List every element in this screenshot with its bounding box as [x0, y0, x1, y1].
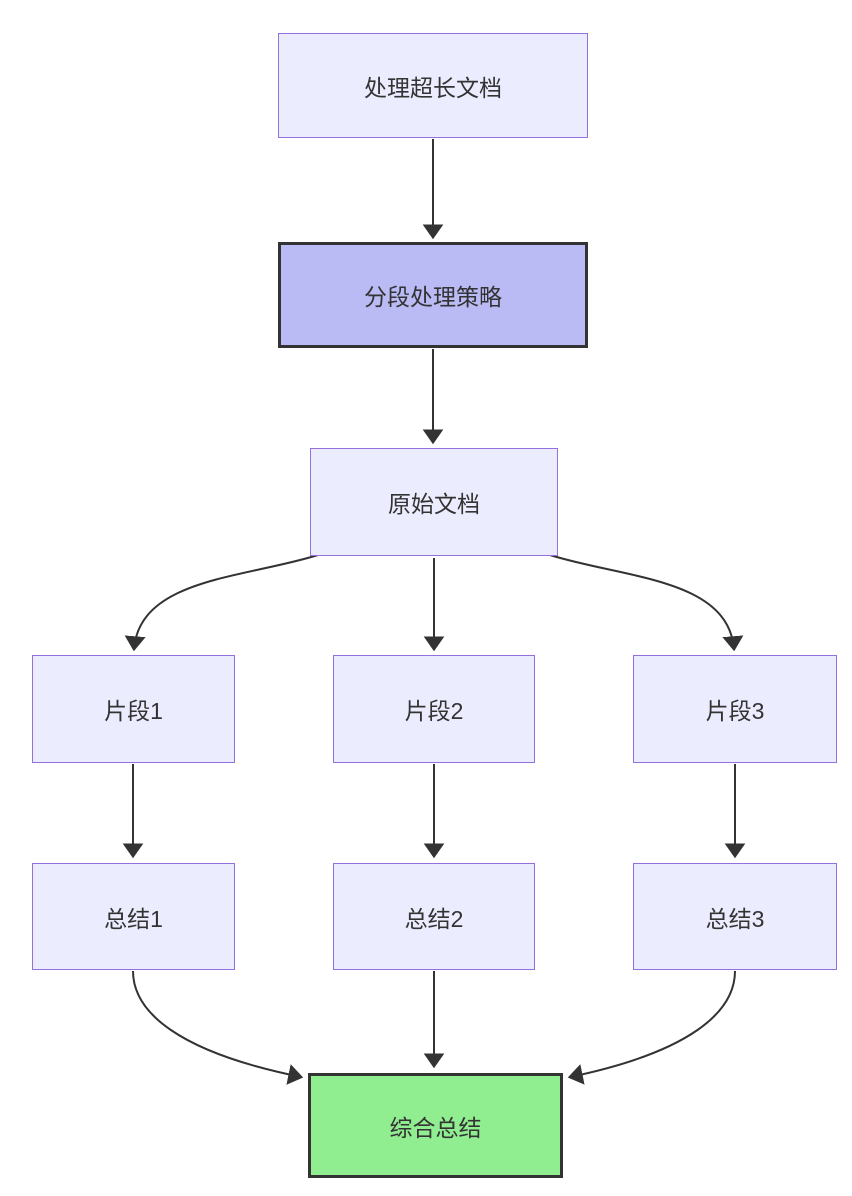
node-label: 综合总结 — [389, 1114, 482, 1141]
node-summary-2: 总结2 — [333, 863, 535, 970]
node-label: 总结3 — [705, 905, 765, 932]
edge-original-to-fragment-1 — [124, 554, 319, 652]
node-label: 片段3 — [705, 698, 765, 724]
node-fragment-2: 片段2 — [333, 655, 535, 763]
edge-original-to-fragment-3 — [549, 554, 744, 652]
node-segmentation-strategy: 分段处理策略 — [278, 242, 588, 348]
node-process-long-document: 处理超长文档 — [278, 33, 588, 138]
node-summary-3: 总结3 — [633, 863, 837, 970]
node-fragment-3: 片段3 — [633, 655, 837, 763]
node-label: 处理超长文档 — [364, 74, 502, 101]
node-label: 片段2 — [404, 698, 464, 724]
node-label: 总结1 — [104, 905, 163, 932]
node-original-document: 原始文档 — [310, 448, 558, 556]
node-fragment-1: 片段1 — [32, 655, 235, 763]
node-final-summary: 综合总结 — [308, 1073, 563, 1178]
node-label: 原始文档 — [388, 491, 480, 517]
node-label: 总结2 — [404, 905, 464, 932]
node-label: 分段处理策略 — [364, 284, 502, 310]
edge-summary-3-to-final — [567, 970, 736, 1085]
node-label: 片段1 — [104, 698, 163, 724]
edge-summary-1-to-final — [132, 970, 304, 1085]
node-summary-1: 总结1 — [32, 863, 235, 970]
